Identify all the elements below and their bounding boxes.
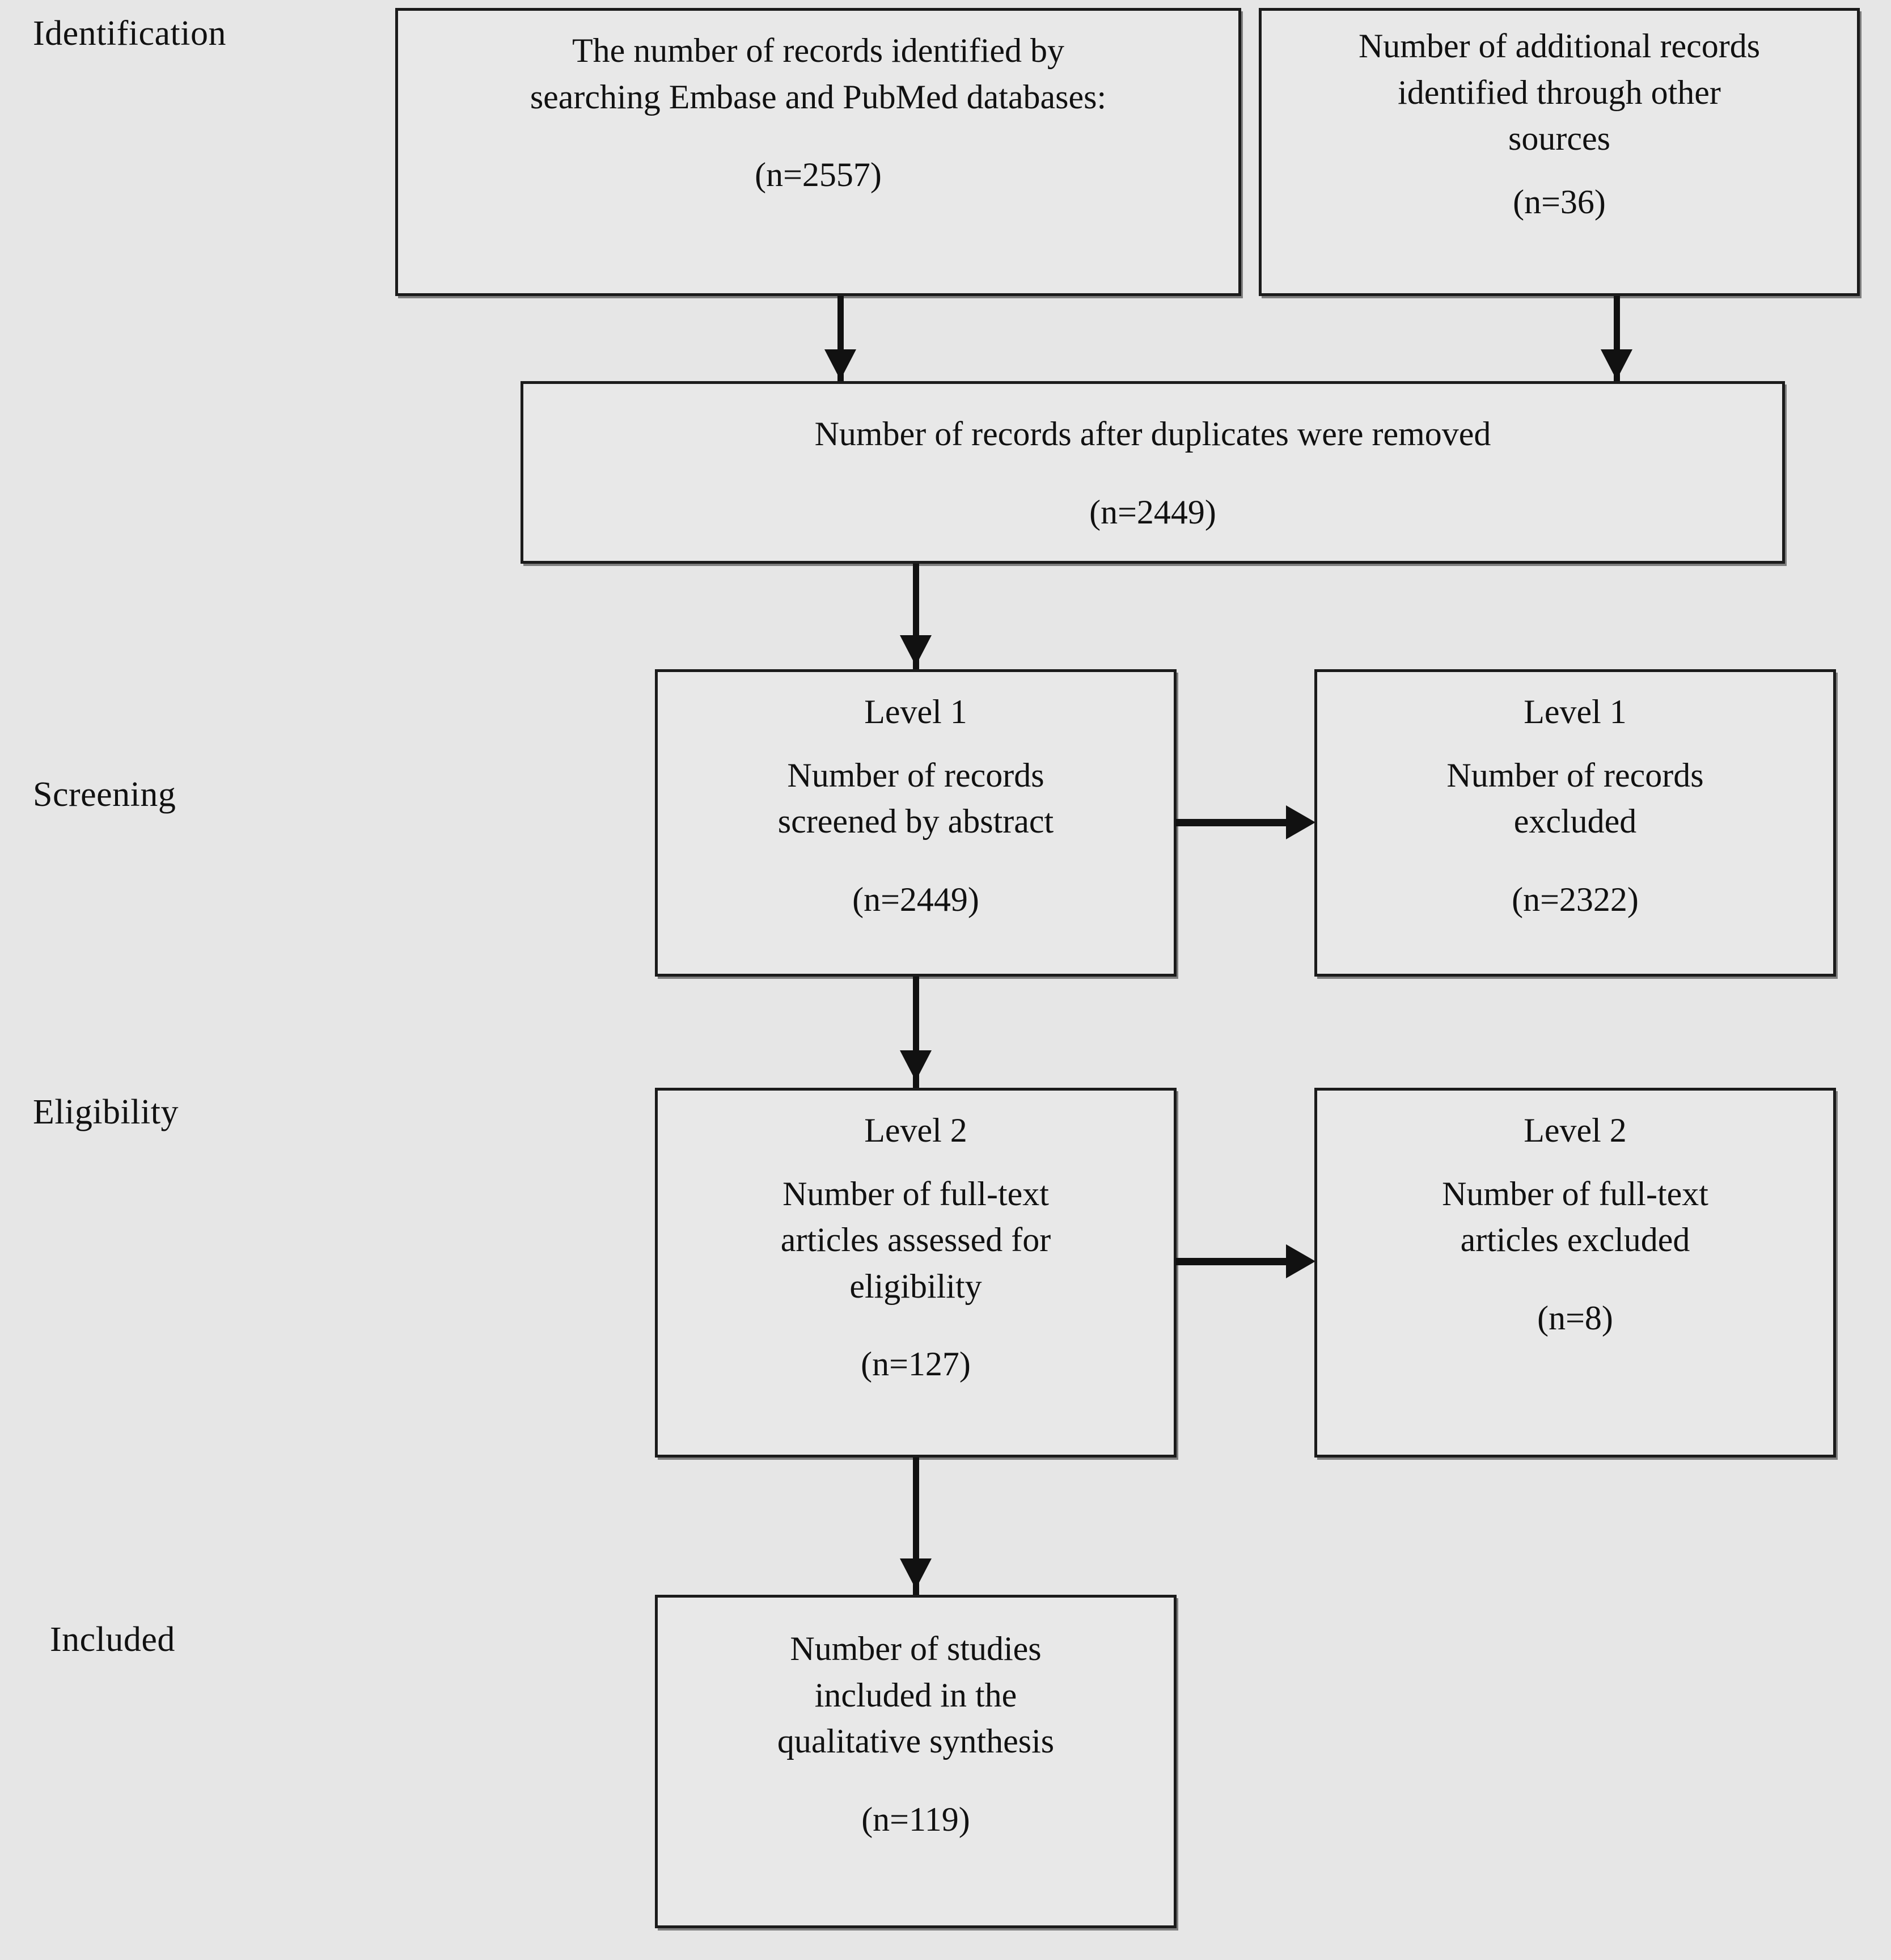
box-records-from-databases: The number of records identified by sear…	[395, 8, 1241, 296]
stage-label-eligibility: Eligibility	[33, 1093, 179, 1131]
connector-level1-to-excluded-line	[1175, 819, 1300, 826]
level1-excluded-count: (n=2322)	[1512, 880, 1639, 918]
level1-screened-line-1: Number of records	[787, 756, 1044, 794]
other-sources-count: (n=36)	[1513, 183, 1606, 221]
level2-assessed-line-2: articles assessed for	[780, 1221, 1051, 1259]
stage-label-included: Included	[50, 1620, 175, 1659]
stage-label-screening: Screening	[33, 775, 176, 814]
other-sources-line-3: sources	[1508, 120, 1610, 158]
connector-duplicates-to-level1-line	[913, 564, 919, 669]
connector-level1-to-excluded-arrow	[1286, 805, 1315, 839]
level1-excluded-heading: Level 1	[1524, 693, 1627, 730]
level1-screened-heading: Level 1	[864, 693, 967, 730]
connector-level2-to-excluded-line	[1175, 1258, 1300, 1265]
level2-excluded-count: (n=8)	[1537, 1299, 1613, 1337]
connector-level2-to-included-arrow	[900, 1558, 932, 1589]
level2-assessed-line-3: eligibility	[849, 1267, 982, 1305]
databases-count: (n=2557)	[755, 156, 882, 194]
connector-databases-to-duplicates-line	[837, 296, 844, 385]
after-duplicates-line-1: Number of records after duplicates were …	[814, 415, 1491, 453]
included-studies-line-2: included in the	[814, 1676, 1017, 1714]
after-duplicates-count: (n=2449)	[1089, 493, 1216, 531]
level2-assessed-count: (n=127)	[861, 1345, 971, 1383]
connector-other-sources-to-duplicates-line	[1614, 296, 1620, 385]
connector-level1-to-level2-arrow	[900, 1050, 932, 1081]
included-studies-line-1: Number of studies	[790, 1630, 1042, 1667]
level2-assessed-heading: Level 2	[864, 1112, 967, 1149]
databases-line-2: searching Embase and PubMed databases:	[530, 78, 1107, 116]
level1-screened-count: (n=2449)	[852, 880, 979, 918]
connector-level2-to-excluded-arrow	[1286, 1244, 1315, 1278]
included-studies-line-3: qualitative synthesis	[777, 1722, 1055, 1760]
level2-assessed-line-1: Number of full-text	[782, 1175, 1049, 1213]
level2-excluded-line-2: articles excluded	[1460, 1221, 1690, 1259]
level2-excluded-heading: Level 2	[1524, 1112, 1627, 1149]
connector-duplicates-to-level1-arrow	[900, 635, 932, 666]
connector-databases-to-duplicates-arrow	[824, 349, 856, 380]
level2-excluded-line-1: Number of full-text	[1442, 1175, 1708, 1213]
box-level1-excluded: Level 1 Number of records excluded (n=23…	[1314, 669, 1836, 977]
other-sources-line-1: Number of additional records	[1358, 27, 1761, 65]
level1-excluded-line-1: Number of records	[1446, 756, 1704, 794]
databases-line-1: The number of records identified by	[572, 32, 1065, 69]
level1-screened-line-2: screened by abstract	[777, 802, 1054, 840]
other-sources-line-2: identified through other	[1398, 73, 1721, 111]
connector-other-sources-to-duplicates-arrow	[1601, 349, 1632, 380]
box-level2-assessed: Level 2 Number of full-text articles ass…	[655, 1088, 1177, 1458]
box-level1-screened: Level 1 Number of records screened by ab…	[655, 669, 1177, 977]
box-records-after-duplicates: Number of records after duplicates were …	[521, 381, 1785, 564]
connector-level1-to-level2-line	[913, 977, 919, 1088]
included-studies-count: (n=119)	[861, 1800, 970, 1838]
box-included-studies: Number of studies included in the qualit…	[655, 1595, 1177, 1928]
level1-excluded-line-2: excluded	[1513, 802, 1637, 840]
stage-label-identification: Identification	[33, 14, 226, 53]
connector-level2-to-included-line	[913, 1458, 919, 1595]
box-level2-excluded: Level 2 Number of full-text articles exc…	[1314, 1088, 1836, 1458]
box-records-other-sources: Number of additional records identified …	[1259, 8, 1860, 296]
